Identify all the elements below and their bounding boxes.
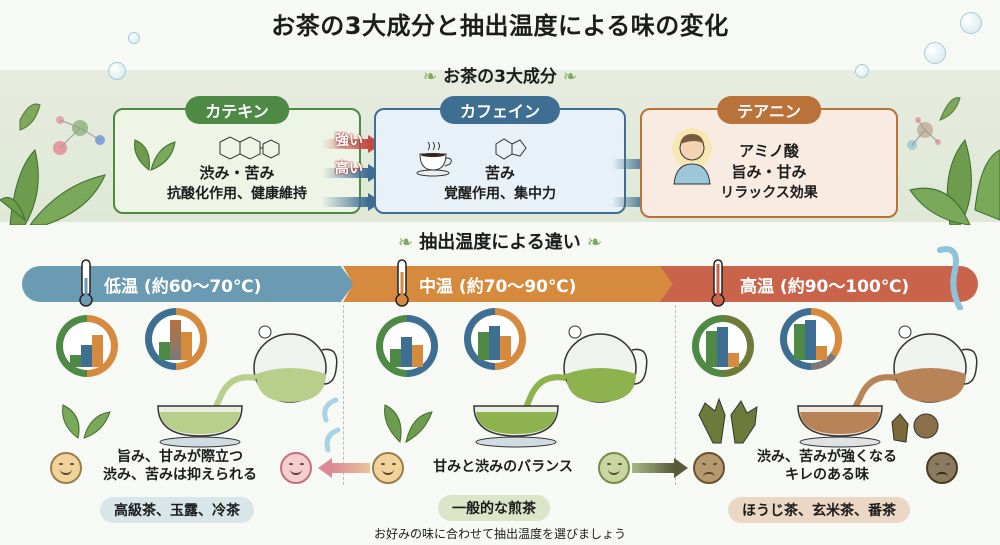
teapot-pouring-icon xyxy=(797,325,978,448)
catechin-molecule-icon xyxy=(219,136,280,160)
coffee-cup-icon xyxy=(416,141,452,177)
smiley-face-icon xyxy=(372,452,404,484)
ring-chart-icon xyxy=(56,315,118,377)
tea-leaves-icon xyxy=(384,404,433,443)
ring-chart-icon xyxy=(376,315,438,377)
angry-face-icon xyxy=(926,452,958,484)
divider xyxy=(675,305,676,485)
caffeine-molecule-icon xyxy=(495,138,527,160)
happy-face-icon xyxy=(280,452,312,484)
components-heading: ❧ お茶の3大成分 ❧ xyxy=(422,67,578,87)
thermometer-high-icon xyxy=(711,259,725,307)
tea-plant-left-icon xyxy=(0,103,106,225)
ring-chart-icon xyxy=(145,308,207,370)
ring-chart-icon xyxy=(692,315,754,377)
low-temp-description: 旨み、甘みが際立つ 渋み、苦みは抑えられる xyxy=(103,449,257,484)
thermometer-mid-icon xyxy=(395,259,409,307)
ring-chart-icon xyxy=(464,308,526,370)
component-caffeine: カフェイン 苦み 覚醒作用、集中力 xyxy=(374,96,626,214)
angry-face-icon xyxy=(693,452,725,484)
ring-chart-icon xyxy=(780,308,842,370)
component-tag: カテキン xyxy=(185,96,289,124)
arrow-third xyxy=(322,193,382,211)
tea-leaf-icon xyxy=(134,139,176,171)
temp-range-high: 高温 (約90〜100℃) xyxy=(660,266,978,302)
bubble-decoration xyxy=(108,62,126,80)
leaf-icon: ❧ xyxy=(587,232,603,253)
water-splash-icon xyxy=(937,246,963,310)
smiley-face-icon xyxy=(50,452,82,484)
tea-plant-right-icon xyxy=(907,97,1000,225)
leaf-icon: ❧ xyxy=(422,67,444,87)
bubble-decoration xyxy=(924,42,946,64)
temperature-heading: ❧ 抽出温度による違い ❧ xyxy=(397,232,603,253)
bubble-decoration xyxy=(128,32,140,44)
component-theanine: テアニン アミノ酸 旨み・甘み リラックス効果 xyxy=(640,96,898,218)
smiley-face-icon xyxy=(598,452,630,484)
bubble-decoration xyxy=(855,64,869,78)
temp-range-low: 低温 (約60〜70℃) xyxy=(22,266,354,302)
footer-note: お好みの味に合わせて抽出温度を選びましょう xyxy=(373,527,626,541)
leaf-icon: ❧ xyxy=(397,232,420,253)
high-temp-examples: ほうじ茶、玄米茶、番茶 xyxy=(728,497,910,523)
divider xyxy=(343,305,344,485)
roasted-tea-icon xyxy=(891,413,939,443)
mid-temp-description: 甘みと渋みのバランス xyxy=(433,459,573,475)
mid-temp-examples: 一般的な煎茶 xyxy=(438,495,550,521)
arrow-left-icon xyxy=(318,458,370,478)
teapot-pouring-icon xyxy=(157,325,338,448)
water-splash-icon xyxy=(322,397,341,453)
low-temp-examples: 高級茶、玉露、冷茶 xyxy=(100,497,254,523)
high-temp-description: 渋み、苦みが強くなる キレのある味 xyxy=(757,449,897,484)
arrow-label-strong: 強い xyxy=(335,133,363,149)
arrow-label-high: 高い xyxy=(335,161,363,177)
relaxed-person-icon xyxy=(672,128,712,185)
component-catechin: カテキン 渋み・苦み 抗酸化作用、健康維持 xyxy=(113,96,361,214)
leaf-icon: ❧ xyxy=(562,67,578,87)
teapot-pouring-icon xyxy=(473,325,648,448)
thermometer-low-icon xyxy=(79,259,93,307)
tea-leaves-icon xyxy=(62,404,111,439)
dried-leaves-icon xyxy=(698,397,758,444)
arrow-right-icon xyxy=(632,458,688,478)
bubble-decoration xyxy=(960,12,982,34)
component-tag: カフェイン xyxy=(439,96,561,124)
component-tag: テアニン xyxy=(717,96,821,124)
page-title: お茶の3大成分と抽出温度による味の変化 xyxy=(271,12,729,40)
